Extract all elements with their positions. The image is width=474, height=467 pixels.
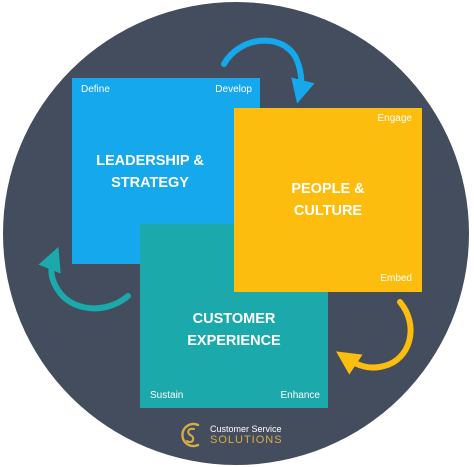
logo-text-bottom: SOLUTIONS [210, 434, 283, 446]
customer-service-solutions-logo: Customer Service SOLUTIONS [178, 420, 308, 450]
develop-label: Develop [215, 84, 252, 95]
arrow-left-icon [38, 246, 131, 312]
people-culture-title: PEOPLE & CULTURE [291, 181, 365, 219]
sustain-label: Sustain [150, 390, 184, 401]
customer-experience-title: CUSTOMER EXPERIENCE [187, 311, 281, 349]
arrow-right-icon [336, 299, 414, 375]
leadership-strategy-title: LEADERSHIP & STRATEGY [96, 153, 204, 191]
logo-mark-icon [181, 422, 200, 448]
engage-label: Engage [377, 113, 412, 124]
define-label: Define [81, 84, 110, 95]
enhance-label: Enhance [280, 390, 320, 401]
logo-text-top: Customer Service [210, 424, 282, 434]
embed-label: Embed [380, 273, 412, 284]
arrow-top-icon [221, 37, 315, 104]
people-culture-box: Engage PEOPLE & CULTURE Embed [234, 108, 422, 292]
